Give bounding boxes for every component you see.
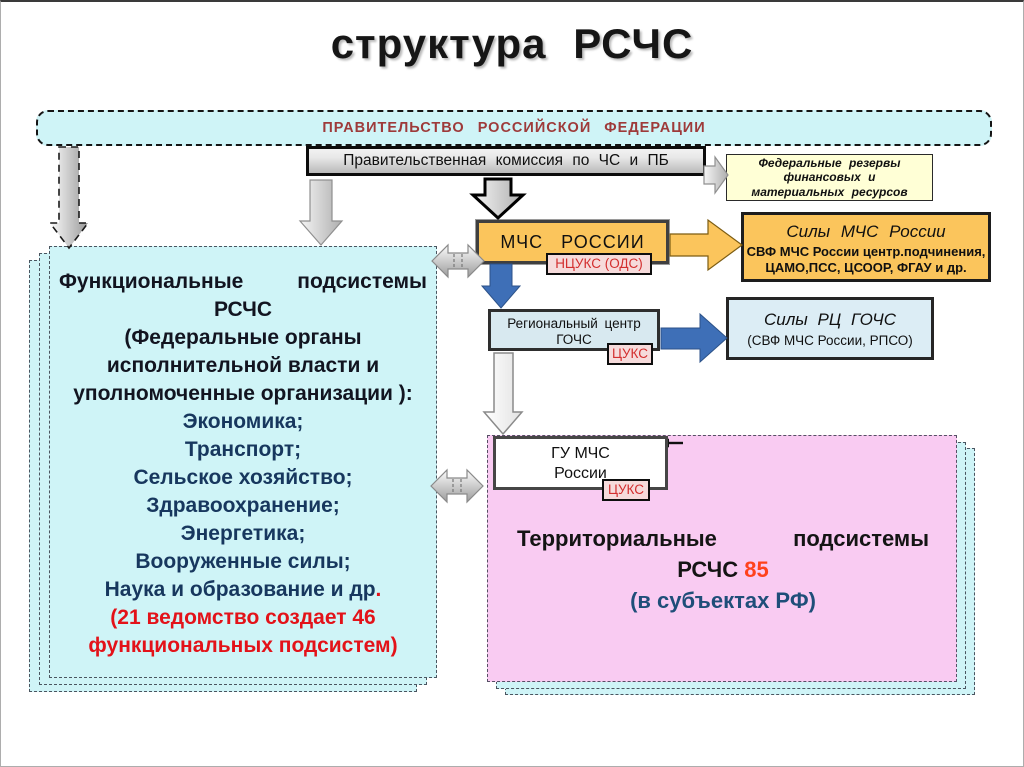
cuks-rc-label: ЦУКС xyxy=(611,346,649,361)
government-label: ПРАВИТЕЛЬСТВО РОССИЙСКОЙ ФЕДЕРАЦИИ xyxy=(322,120,706,136)
reserves-line: материальных ресурсов xyxy=(751,184,908,199)
regional-center-line: Региональный центр xyxy=(507,316,641,331)
functional-item-science: Наука и образование и др. xyxy=(59,576,427,604)
mchs-forces-box: Силы МЧС России СВФ МЧС России центр.под… xyxy=(741,212,991,282)
gu-mchs-box: ГУ МЧС России xyxy=(493,436,668,490)
mchs-forces-line: СВФ МЧС России центр.подчинения, xyxy=(746,244,986,259)
functional-subsystems-box xyxy=(49,246,437,678)
rc-forces-box: Силы РЦ ГОЧС (СВФ МЧС России, РПСО) xyxy=(726,297,934,360)
territorial-count: 85 xyxy=(744,557,769,582)
arrow-commission-to-functional-icon xyxy=(298,179,344,246)
functional-item: Экономика; xyxy=(182,410,304,433)
gu-mchs-line: России xyxy=(554,465,607,482)
mchs-russia-label: МЧС РОССИИ xyxy=(500,231,645,252)
territorial-word2: подсистемы xyxy=(793,526,929,551)
functional-paren-line: исполнительной власти и xyxy=(106,354,380,377)
functional-acronym: РСЧС xyxy=(213,298,273,321)
territorial-subsystems-text: Территориальные подсистемы РСЧС 85 (в су… xyxy=(517,523,929,616)
regional-center-line: ГОЧС xyxy=(556,331,592,347)
science-red-dot: . xyxy=(375,578,382,601)
mchs-forces-title: Силы МЧС России xyxy=(786,222,946,241)
functional-heading-word1: Функциональные xyxy=(59,270,244,293)
functional-item: Вооруженные силы; xyxy=(135,550,351,573)
arrow-mchs-to-regional-center-icon xyxy=(480,263,522,309)
arrow-government-to-functional-icon xyxy=(48,146,90,250)
arrow-commission-to-mchs-icon xyxy=(469,177,527,221)
functional-note-line: (21 ведомство создает 46 xyxy=(110,606,376,629)
functional-item: Здравоохранение; xyxy=(146,494,340,517)
functional-item: Сельское хозяйство; xyxy=(133,466,353,489)
functional-heading-row: Функциональные подсистемы xyxy=(59,268,427,296)
arrow-rc-to-gu-icon xyxy=(482,352,524,436)
functional-subsystems-text: Функциональные подсистемы РСЧС (Федераль… xyxy=(59,268,427,660)
functional-item: Энергетика; xyxy=(180,522,306,545)
functional-heading-word2: подсистемы xyxy=(297,270,427,293)
government-box: ПРАВИТЕЛЬСТВО РОССИЙСКОЙ ФЕДЕРАЦИИ xyxy=(36,110,992,146)
arrow-rc-to-rc-forces-icon xyxy=(660,312,728,364)
science-text: Наука и образование и др xyxy=(104,578,376,601)
rc-forces-subtitle: (СВФ МЧС России, РПСО) xyxy=(747,333,913,348)
cuks-gu-label: ЦУКС xyxy=(607,482,645,497)
functional-note-line: функциональных подсистем) xyxy=(88,634,398,657)
ncuks-ods-tag: НЦУКС (ОДС) xyxy=(546,253,652,275)
double-arrow-functional-territorial-icon xyxy=(430,468,484,504)
rc-forces-title: Силы РЦ ГОЧС xyxy=(763,310,897,329)
mchs-forces-line: ЦАМО,ПСС, ЦСООР, ФГАУ и др. xyxy=(765,260,967,275)
page-title: структура РСЧС xyxy=(330,20,694,67)
reserves-line: финансовых и xyxy=(783,170,876,185)
arrow-commission-to-reserves-icon xyxy=(703,155,729,195)
ncuks-ods-label: НЦУКС (ОДС) xyxy=(555,256,643,271)
reserves-line: Федеральные резервы xyxy=(758,155,901,170)
gu-mchs-line: ГУ МЧС xyxy=(551,445,610,462)
territorial-word1: Территориальные xyxy=(517,526,717,551)
territorial-acronym: РСЧС xyxy=(677,557,739,582)
functional-item: Транспорт; xyxy=(184,438,302,461)
territorial-acronym-row: РСЧС 85 xyxy=(517,554,929,585)
federal-reserves-box: Федеральные резервы финансовых и материа… xyxy=(726,154,933,201)
territorial-subjects-line: (в субъектах РФ) xyxy=(630,588,816,613)
commission-box: Правительственная комиссия по ЧС и ПБ xyxy=(306,146,706,176)
arrow-mchs-to-forces-icon xyxy=(669,218,744,272)
functional-paren-line: уполномоченные организации ): xyxy=(73,382,413,405)
cuks-rc-tag: ЦУКС xyxy=(607,343,653,365)
functional-paren-line: (Федеральные органы xyxy=(124,326,362,349)
cuks-gu-tag: ЦУКС xyxy=(602,479,650,501)
territorial-heading-row: Территориальные подсистемы xyxy=(517,523,929,554)
commission-label: Правительственная комиссия по ЧС и ПБ xyxy=(343,152,669,169)
